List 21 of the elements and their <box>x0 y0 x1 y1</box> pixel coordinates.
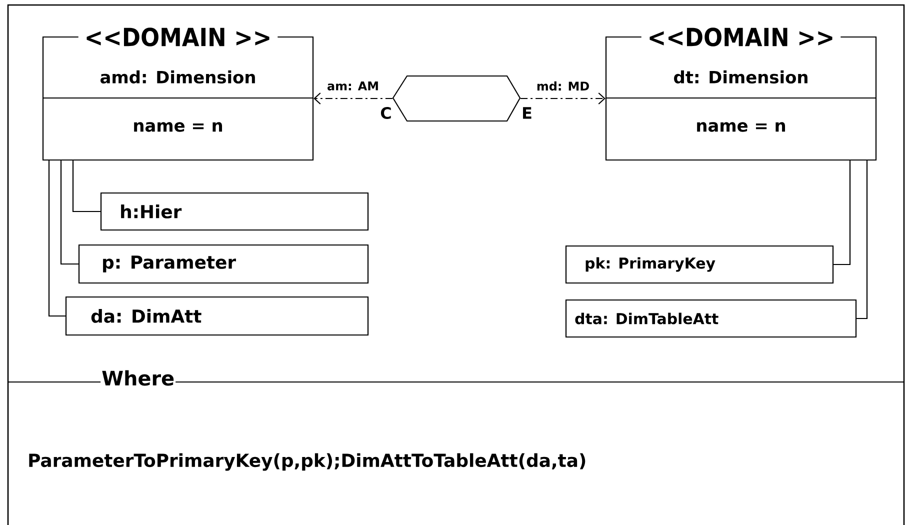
hexagon <box>392 75 521 122</box>
connector-line <box>60 160 78 265</box>
arrow <box>314 92 392 104</box>
class-box: <<DOMAIN >> amd: Dimension name = n <box>42 28 314 161</box>
edge-label: am: AM <box>326 80 380 92</box>
attribute-box: h:Hier <box>100 192 369 231</box>
edge-label: md: MD <box>535 80 591 92</box>
attribute-box: pk: PrimaryKey <box>565 245 834 284</box>
end-label: C <box>380 106 391 120</box>
end-label: E <box>523 107 532 119</box>
class-box: <<DOMAIN >> dt: Dimension name = n <box>605 28 877 161</box>
attribute-box: dta: DimTableAtt <box>565 299 857 338</box>
attribute-box: da: DimAtt <box>65 296 369 336</box>
connector-line <box>834 160 851 266</box>
attribute-box: p: Parameter <box>78 244 369 284</box>
constraint-text: ParameterToPrimaryKey(p,pk);DimAttToTableAtt(da,ta) <box>29 453 586 471</box>
arrow <box>520 92 606 104</box>
connector-line <box>48 160 66 317</box>
connector-line <box>72 160 100 212</box>
connector-line <box>856 160 868 320</box>
section-heading: Where <box>100 370 176 386</box>
